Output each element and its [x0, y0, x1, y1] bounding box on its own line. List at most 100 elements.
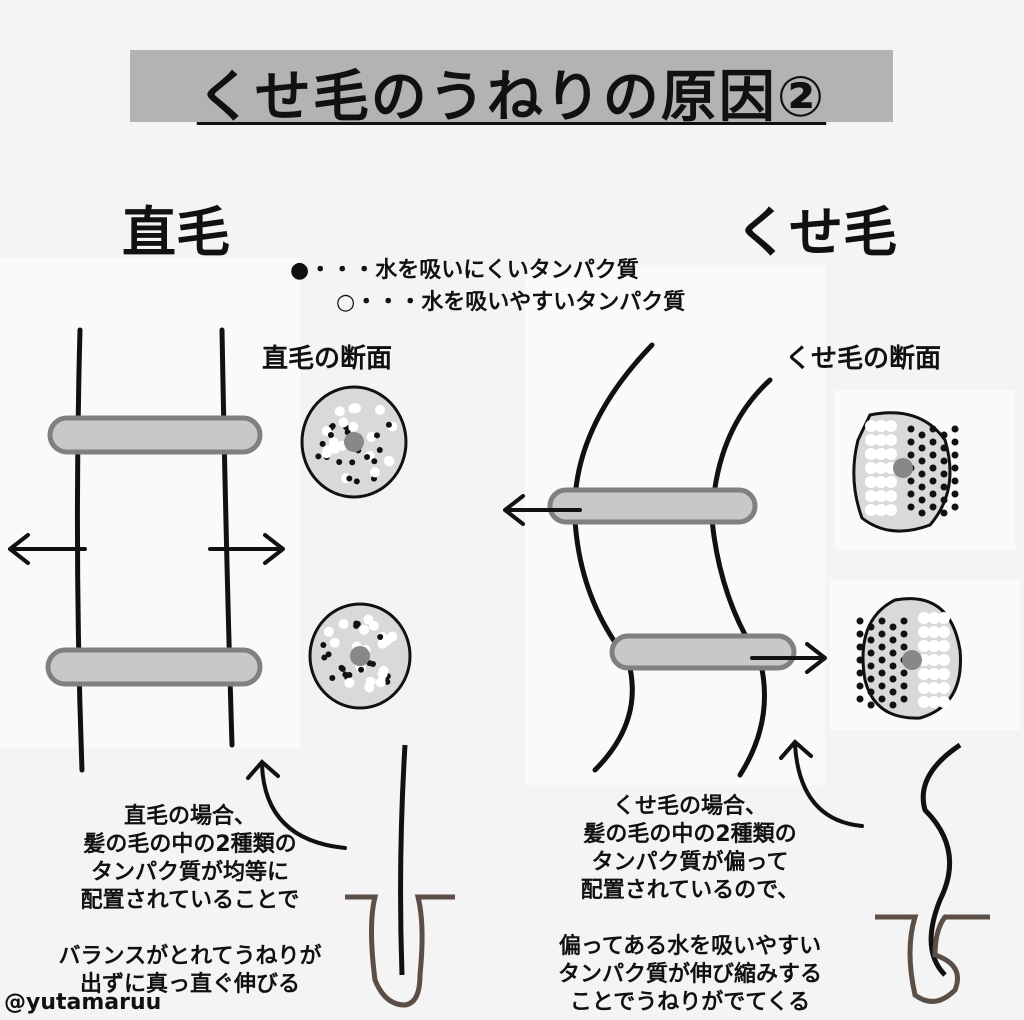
core — [344, 432, 364, 452]
water-resistant-protein — [867, 701, 875, 709]
water-resistant-protein — [856, 643, 864, 651]
water-absorbing-protein — [938, 696, 950, 708]
water-absorbing-protein — [918, 640, 930, 652]
water-resistant-protein — [364, 453, 371, 460]
water-resistant-protein — [907, 438, 915, 446]
water-resistant-protein — [878, 617, 886, 625]
water-resistant-protein — [918, 444, 926, 452]
water-resistant-protein — [867, 636, 875, 644]
water-resistant-protein — [940, 457, 948, 465]
water-absorbing-protein — [928, 640, 940, 652]
water-resistant-protein — [856, 630, 864, 638]
water-resistant-protein — [900, 643, 908, 651]
water-absorbing-protein — [918, 668, 930, 680]
water-resistant-protein — [900, 630, 908, 638]
water-absorbing-protein — [359, 624, 370, 635]
water-resistant-protein — [329, 422, 336, 429]
curly-hair-root-strand — [920, 742, 962, 977]
water-resistant-protein — [867, 649, 875, 657]
water-resistant-protein — [867, 623, 875, 631]
water-resistant-protein — [385, 421, 392, 428]
explanation-line — [0, 915, 380, 943]
water-absorbing-protein — [365, 676, 376, 687]
water-absorbing-protein — [375, 404, 386, 415]
cross-sections — [300, 385, 962, 720]
water-absorbing-protein — [918, 612, 930, 624]
explanation-line: バランスがとれてうねりが — [58, 944, 322, 969]
water-resistant-protein — [867, 675, 875, 683]
water-resistant-protein — [951, 490, 959, 498]
water-absorbing-protein — [875, 448, 887, 460]
water-resistant-protein — [918, 457, 926, 465]
page-title: くせ毛のうねりの原因② — [196, 65, 827, 130]
explanation-line: 配置されているので、 — [580, 878, 800, 903]
water-resistant-protein — [371, 458, 378, 465]
water-resistant-protein — [918, 509, 926, 517]
water-resistant-protein — [951, 464, 959, 472]
legend-item-light: ○・・・水を吸いやすいタンパク質 — [336, 290, 686, 315]
explanation-line: タンパク質が伸び縮みする — [557, 962, 822, 987]
explanation-line: 直毛の場合、 — [123, 804, 256, 829]
water-resistant-protein — [900, 669, 908, 677]
explanation-line: 配置されていることで — [80, 888, 300, 913]
water-absorbing-protein — [329, 637, 340, 648]
water-resistant-protein — [376, 446, 383, 453]
water-resistant-protein — [940, 444, 948, 452]
water-resistant-protein — [878, 630, 886, 638]
water-resistant-protein — [918, 470, 926, 478]
open-circle-icon: ○ — [336, 290, 356, 315]
water-resistant-protein — [929, 464, 937, 472]
straight-hair-root-strand — [398, 744, 408, 976]
water-resistant-protein — [889, 662, 897, 670]
water-resistant-protein — [889, 636, 897, 644]
water-resistant-protein — [940, 496, 948, 504]
water-absorbing-protein — [918, 682, 930, 694]
water-resistant-protein — [907, 503, 915, 511]
water-resistant-protein — [358, 666, 365, 673]
core — [350, 646, 370, 666]
water-resistant-protein — [951, 451, 959, 459]
water-absorbing-protein — [322, 445, 333, 456]
water-absorbing-protein — [918, 626, 930, 638]
water-absorbing-protein — [348, 403, 359, 414]
water-absorbing-protein — [928, 668, 940, 680]
curly-hair-strands — [572, 342, 773, 778]
curly-curve-arrow — [779, 739, 864, 828]
water-absorbing-protein — [928, 696, 940, 708]
filled-circle-icon: ● — [290, 258, 310, 283]
water-resistant-protein — [856, 669, 864, 677]
water-resistant-protein — [325, 651, 332, 658]
water-resistant-protein — [889, 623, 897, 631]
water-resistant-protein — [900, 682, 908, 690]
curly-heading: くせ毛 — [735, 201, 897, 264]
water-resistant-protein — [889, 649, 897, 657]
curly-section-label: くせ毛の断面 — [785, 344, 942, 374]
water-resistant-protein — [929, 503, 937, 511]
explanation-line: タンパク質が均等に — [90, 860, 289, 885]
water-absorbing-protein — [938, 682, 950, 694]
water-absorbing-protein — [875, 504, 887, 516]
curly-follicle — [875, 914, 990, 1004]
water-resistant-protein — [878, 656, 886, 664]
water-resistant-protein — [878, 643, 886, 651]
title-background — [130, 50, 893, 122]
curly-protein-bands — [547, 487, 797, 671]
water-resistant-protein — [342, 671, 349, 678]
explanation-line: 髪の毛の中の2種類の — [583, 822, 797, 847]
water-absorbing-protein — [938, 640, 950, 652]
water-absorbing-protein — [938, 654, 950, 666]
straight-curve-arrow — [246, 759, 347, 850]
water-absorbing-protein — [381, 635, 392, 646]
straight-section-label: 直毛の断面 — [262, 344, 393, 374]
water-resistant-protein — [319, 440, 326, 447]
water-resistant-protein — [878, 695, 886, 703]
water-resistant-protein — [856, 682, 864, 690]
water-absorbing-protein — [865, 476, 877, 488]
water-resistant-protein — [929, 490, 937, 498]
explanation-line: 出ずに真っ直ぐ伸びる — [79, 972, 300, 997]
straight-protein-bands — [45, 415, 263, 687]
water-resistant-protein — [918, 431, 926, 439]
straight-follicle — [345, 894, 455, 1008]
water-resistant-protein — [929, 451, 937, 459]
